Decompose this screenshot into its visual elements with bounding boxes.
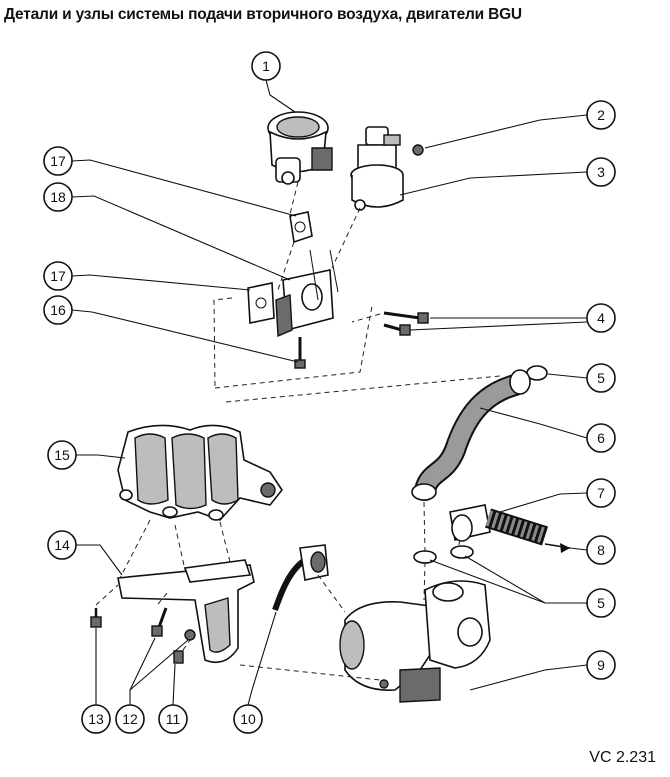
callout-4-label: 4: [597, 310, 605, 326]
part-3-control-valve: [350, 126, 404, 211]
figure-code: VC 2.231: [589, 749, 656, 766]
part-1-valve: [267, 111, 333, 185]
callout-14-label: 14: [54, 537, 70, 553]
callout-6-label: 6: [597, 430, 605, 446]
part-18-flange: [275, 249, 339, 338]
callout-18-label: 18: [50, 189, 66, 205]
part-2-nut: [412, 144, 424, 156]
callout-17-upper-label: 17: [50, 153, 66, 169]
part-17-gasket-upper: [289, 211, 313, 244]
part-4-bolts: [383, 311, 429, 336]
callout-2-label: 2: [597, 107, 605, 123]
part-11-nut: [173, 650, 184, 664]
callout-13-label: 13: [88, 711, 104, 727]
diagram-title: Детали и узлы системы подачи вторичного …: [4, 6, 522, 23]
part-16-bolt: [294, 337, 306, 369]
part-13-bolt: [90, 608, 102, 628]
callout-16-label: 16: [50, 302, 66, 318]
callout-17-lower: 17: [43, 261, 73, 291]
part-15-intake-manifold: [117, 424, 283, 521]
callout-11-label: 11: [166, 711, 181, 727]
callout-5-upper-label: 5: [597, 370, 605, 386]
callout-4: 4: [586, 303, 616, 333]
part-7-hose: [449, 504, 549, 546]
callout-7: 7: [586, 478, 616, 508]
part-5-seal-rings-lower: [413, 545, 474, 564]
callout-2: 2: [586, 100, 616, 130]
callout-6: 6: [586, 423, 616, 453]
callout-10-label: 10: [240, 711, 256, 727]
callout-13: 13: [81, 704, 111, 734]
callout-10: 10: [233, 704, 263, 734]
callout-17-lower-label: 17: [50, 268, 66, 284]
leader-lines: [71, 79, 588, 706]
callout-1-label: 1: [262, 58, 270, 74]
callout-8: 8: [586, 535, 616, 565]
part-6-hose: [411, 369, 531, 501]
airflow-arrow: [544, 543, 571, 553]
callout-14: 14: [47, 530, 77, 560]
callout-1: 1: [251, 51, 281, 81]
assembly-guide-lines: [95, 181, 501, 681]
callout-18: 18: [43, 182, 73, 212]
callout-5-lower-label: 5: [597, 595, 605, 611]
callout-17-upper: 17: [43, 146, 73, 176]
callout-11: 11: [158, 704, 188, 734]
callout-15-label: 15: [54, 447, 70, 463]
callout-15: 15: [47, 440, 77, 470]
callout-9-label: 9: [597, 657, 605, 673]
callout-12: 12: [115, 704, 145, 734]
callout-16: 16: [43, 295, 73, 325]
part-17-gasket-lower: [247, 282, 275, 324]
part-9-air-pump: [339, 580, 491, 703]
part-10-connector: [272, 544, 329, 611]
callout-3-label: 3: [597, 164, 605, 180]
callout-8-label: 8: [597, 542, 605, 558]
callout-9: 9: [586, 650, 616, 680]
part-12-bolts: [151, 607, 196, 641]
part-14-bracket: [117, 559, 255, 664]
callout-3: 3: [586, 157, 616, 187]
callout-12-label: 12: [122, 711, 138, 727]
callout-7-label: 7: [597, 485, 605, 501]
callout-5-lower: 5: [586, 588, 616, 618]
callout-5-upper: 5: [586, 363, 616, 393]
